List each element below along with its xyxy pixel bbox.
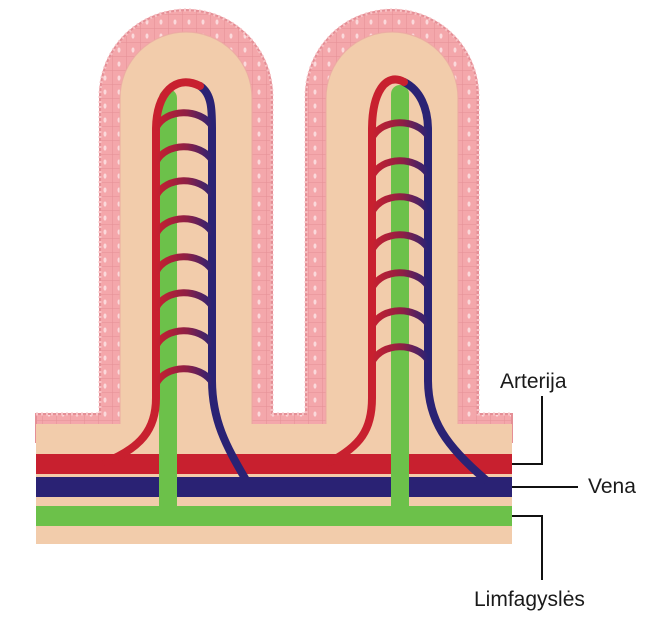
vein-vessel-2	[400, 78, 490, 484]
vein-label: Vena	[588, 475, 636, 498]
villus-2-vessels	[326, 75, 490, 521]
villus-1-vessels	[102, 78, 250, 521]
artery-vessel-2	[326, 75, 408, 466]
lymph-leader-line	[512, 515, 543, 580]
capillary-loops-1	[152, 109, 216, 388]
lymph-band	[36, 506, 512, 526]
artery-label: Arterija	[500, 370, 567, 393]
artery-vessel-1	[102, 78, 204, 466]
artery-leader-line	[512, 396, 543, 465]
lymph-label: Limfagyslės	[474, 588, 585, 611]
capillary-loops-2	[368, 119, 432, 366]
brush-border	[36, 8, 512, 416]
lamina-inner-cell-line	[119, 31, 459, 424]
vein-band	[36, 477, 512, 497]
